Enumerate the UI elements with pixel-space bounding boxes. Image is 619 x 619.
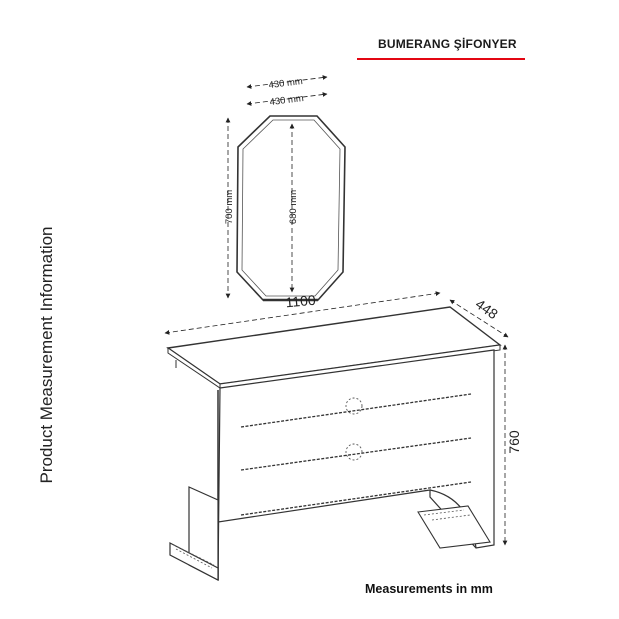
dresser-depth-label: 448 [473, 296, 501, 323]
measurements-note: Measurements in mm [365, 582, 493, 596]
dresser-width-dimension: 1100 [164, 291, 441, 335]
title-underline [357, 58, 525, 60]
right-base [417, 505, 491, 549]
mirror-width-outer-label: 430 mm [268, 76, 303, 91]
dresser [166, 306, 502, 581]
drawer-handle-2 [345, 443, 363, 461]
mirror-height-outer-label: 700 mm [224, 190, 235, 224]
drawer-line-1 [240, 393, 472, 428]
product-title: BUMERANG ŞİFONYER [378, 37, 517, 51]
dresser-height-label: 760 [506, 430, 522, 454]
left-base [169, 542, 219, 581]
dresser-width-label: 1100 [285, 292, 317, 311]
mirror-height-inner-label: 680 mm [288, 190, 299, 224]
mirror-width-inner-label: 430 mm [269, 93, 304, 108]
drawer-handle-1 [345, 397, 363, 415]
drawer-line-3 [240, 481, 472, 516]
drawer-line-2 [240, 437, 472, 471]
dresser-height-dimension: 760 [502, 344, 522, 546]
mirror-height-dimensions: 700 mm 680 mm [224, 117, 299, 299]
mirror-width-dimensions: 430 mm 430 mm [246, 75, 328, 108]
